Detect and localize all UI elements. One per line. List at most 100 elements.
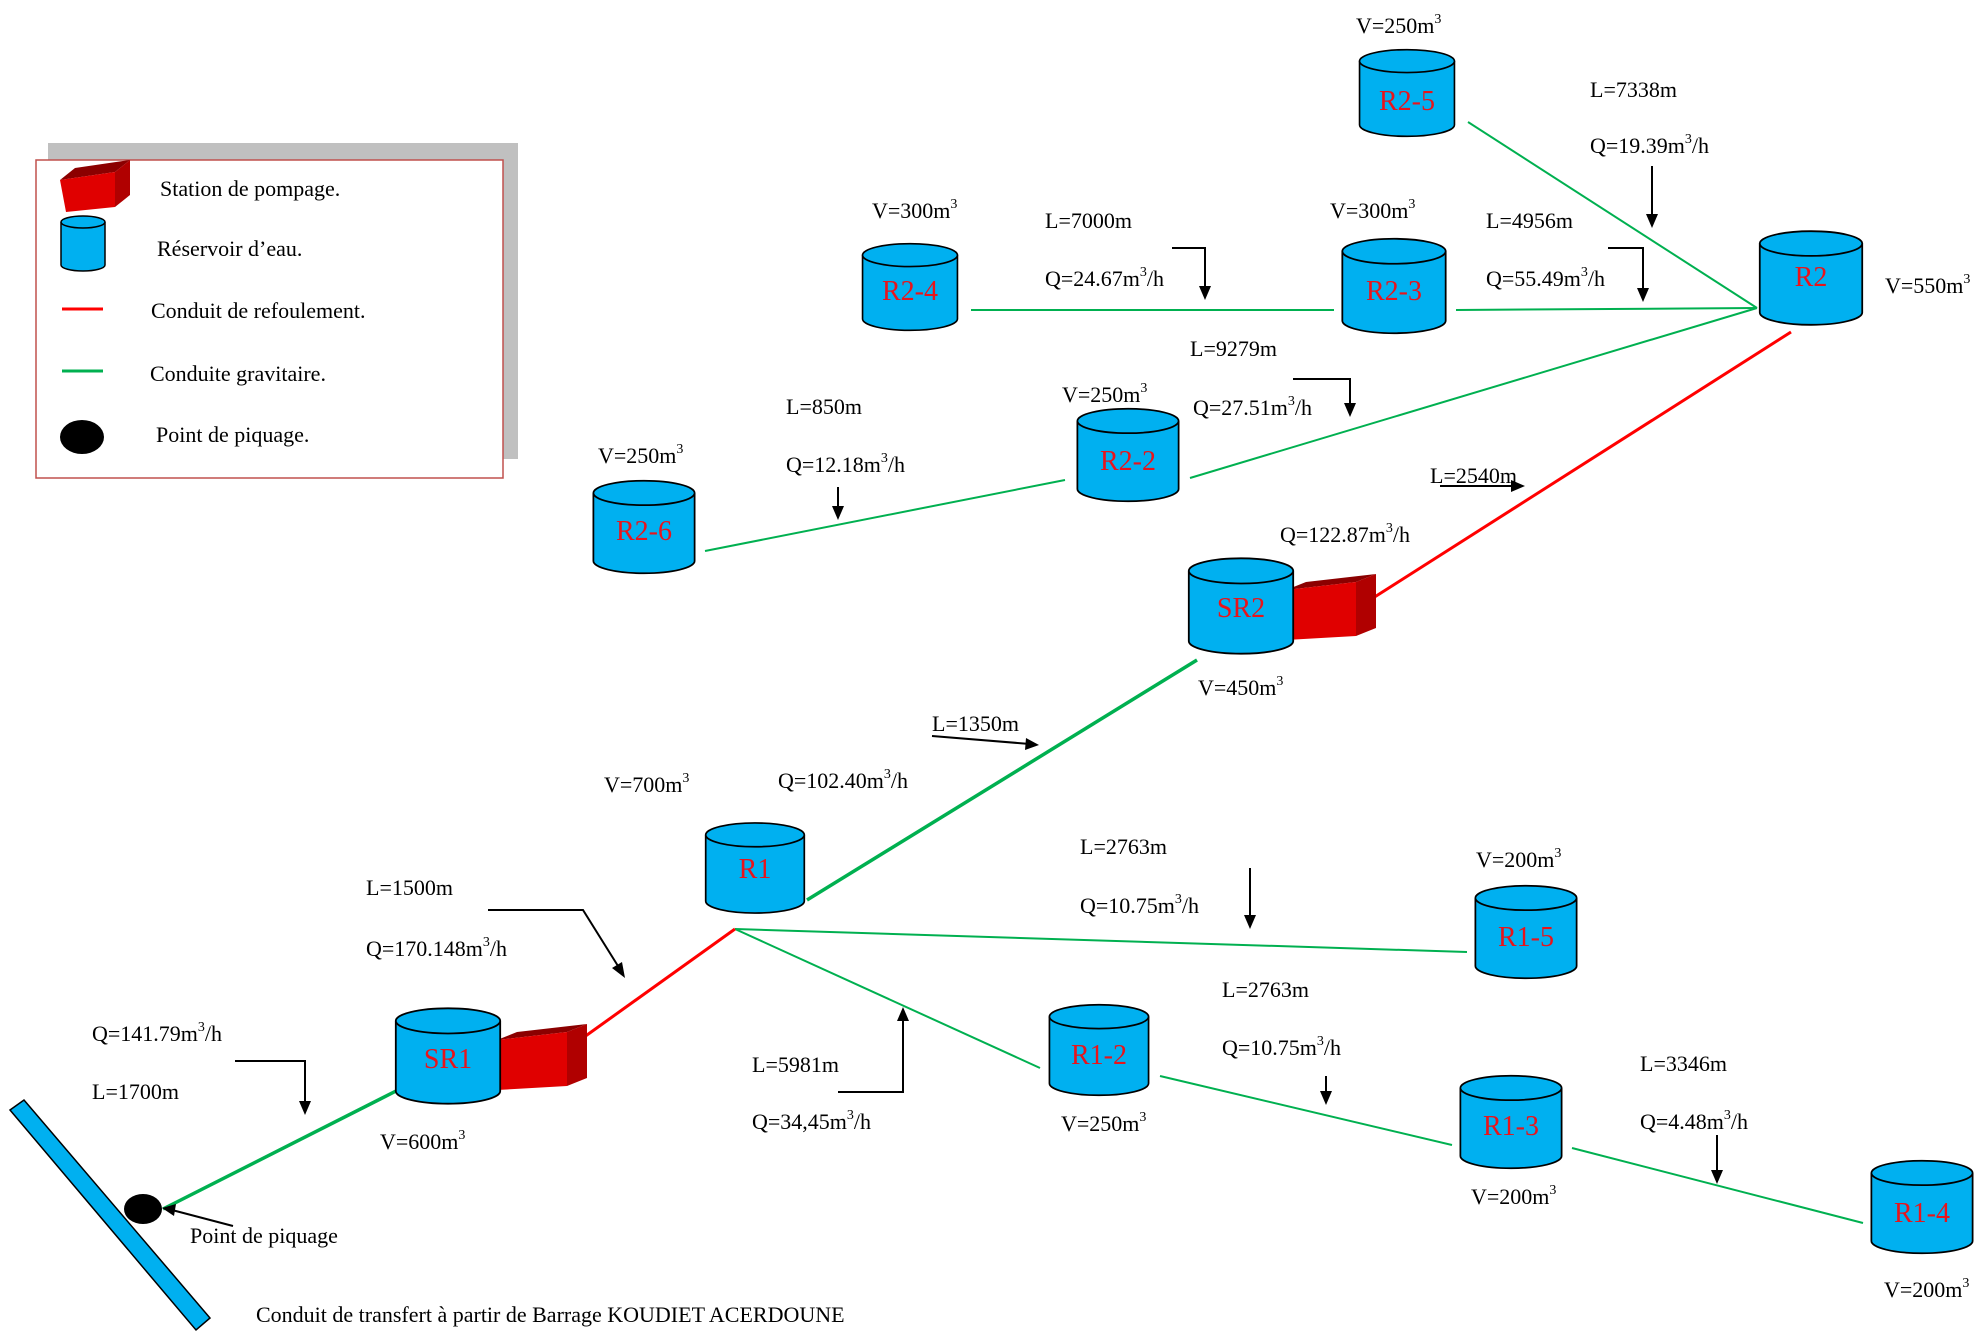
- flow-r2-4-r2-3: Q=24.67m3/h: [1045, 265, 1164, 291]
- flow-r1-2-r1-3: Q=10.75m3/h: [1222, 1034, 1341, 1060]
- gravity-pipe-r2-6-r2-2: [704, 479, 1066, 552]
- tank-label-sr2: SR2: [1217, 593, 1265, 624]
- volume-r2-2: V=250m3: [1062, 381, 1147, 407]
- flow-arrow-r1-sr2: [931, 735, 1039, 750]
- flow-r1-r1-5: Q=10.75m3/h: [1080, 892, 1199, 918]
- tank-r2-6: R2-6: [592, 479, 696, 575]
- flow-r2-3-r2: Q=55.49m3/h: [1486, 265, 1605, 291]
- tank-label-r2-4: R2-4: [882, 276, 938, 307]
- tank-label-r1-2: R1-2: [1071, 1040, 1127, 1071]
- flow-r2-6-r2-2: Q=12.18m3/h: [786, 451, 905, 477]
- gravity-pipe-r1-3-r1-4: [1571, 1147, 1864, 1224]
- volume-labels: V=250m3 V=300m3 V=300m3 V=550m3 V=250m3 …: [380, 12, 1970, 1302]
- flow-arrow-r2-3: [1608, 247, 1649, 302]
- flow-arrow-r2-2: [1293, 378, 1356, 417]
- tank-sr2: SR2: [1187, 557, 1295, 655]
- tank-r2-3: R2-3: [1341, 237, 1447, 335]
- volume-r1-4: V=200m3: [1884, 1276, 1969, 1302]
- volume-r2-4: V=300m3: [872, 197, 957, 223]
- transfer-caption: Conduit de transfert à partir de Barrage…: [256, 1302, 845, 1327]
- black-dot-icon: [60, 420, 104, 454]
- pump-station-sr2: [1286, 574, 1376, 640]
- tank-label-r2: R2: [1795, 262, 1828, 293]
- flow-r2-2-r2: Q=27.51m3/h: [1193, 394, 1312, 420]
- tank-label-r1-3: R1-3: [1483, 1111, 1539, 1142]
- legend-box: [35, 159, 504, 479]
- flow-tap-sr1: Q=141.79m3/h: [92, 1020, 222, 1046]
- tank-r1-2: R1-2: [1048, 1003, 1150, 1097]
- volume-sr2: V=450m3: [1198, 674, 1283, 700]
- flow-r2-5-r2: Q=19.39m3/h: [1590, 132, 1709, 158]
- volume-r1: V=700m3: [604, 771, 689, 797]
- flow-arrow-r1-5: [1244, 868, 1256, 929]
- gravity-pipe-r2-3-r2: [1455, 307, 1758, 311]
- water-tank-icon: [60, 215, 106, 272]
- flow-r1-r1-2: Q=34,45m3/h: [752, 1108, 871, 1134]
- tank-label-r1-4: R1-4: [1894, 1198, 1950, 1229]
- flow-arrow-sr2: [1440, 480, 1525, 492]
- flow-arrow-tap: [235, 1060, 311, 1115]
- length-r1-r1-2: L=5981m: [752, 1052, 839, 1077]
- gravity-pipe-r1-sr2: [806, 658, 1198, 902]
- volume-r2-3: V=300m3: [1330, 197, 1415, 223]
- flow-arrow-r1-4: [1711, 1135, 1723, 1184]
- gravity-pipe-tap-sr1: [162, 1088, 399, 1211]
- tank-r2: R2: [1758, 230, 1864, 326]
- length-r2-5-r2: L=7338m: [1590, 77, 1677, 102]
- length-r1-2-r1-3: L=2763m: [1222, 977, 1309, 1002]
- volume-r1-5: V=200m3: [1476, 846, 1561, 872]
- tank-label-r1: R1: [739, 854, 772, 885]
- flow-sr1-r1: Q=170.148m3/h: [366, 935, 507, 961]
- tap-point-label: Point de piquage: [190, 1223, 338, 1248]
- length-sr1-r1: L=1500m: [366, 875, 453, 900]
- legend-label-tap: Point de piquage.: [156, 422, 309, 447]
- tank-sr1: SR1: [394, 1007, 502, 1105]
- flow-arrows: [162, 166, 1723, 1227]
- flow-arrow-sr1-r1: [488, 909, 625, 978]
- length-r1-3-r1-4: L=3346m: [1640, 1051, 1727, 1076]
- tank-label-sr1: SR1: [424, 1044, 472, 1075]
- flow-arrow-r1-2: [838, 1007, 909, 1093]
- tank-label-r1-5: R1-5: [1498, 922, 1554, 953]
- length-r2-6-r2-2: L=850m: [786, 394, 862, 419]
- tanks: R2-5 R2-4 R2-3 R2 R2-2 R2-6 SR2 R1: [394, 48, 1974, 1255]
- tank-r1-5: R1-5: [1474, 884, 1578, 980]
- volume-r2-6: V=250m3: [598, 442, 683, 468]
- pipes: [162, 121, 1864, 1224]
- tank-label-r2-6: R2-6: [616, 516, 672, 547]
- gravity-pipe-r1-r1-5: [734, 928, 1468, 953]
- tank-r1-4: R1-4: [1870, 1159, 1974, 1255]
- length-r2-4-r2-3: L=7000m: [1045, 208, 1132, 233]
- discharge-pipe-sr2-r2: [1372, 330, 1792, 600]
- flow-r1-3-r1-4: Q=4.48m3/h: [1640, 1108, 1748, 1134]
- flow-arrow-r2-6: [832, 487, 844, 520]
- discharge-pipe-sr1-r1: [579, 927, 736, 1042]
- gravity-pipe-r1-2-r1-3: [1159, 1075, 1453, 1146]
- tank-label-r2-3: R2-3: [1366, 276, 1422, 307]
- gravity-pipe-r1-r1-2: [734, 928, 1041, 1069]
- length-r1-sr2: L=1350m: [932, 711, 1019, 736]
- volume-r1-2: V=250m3: [1061, 1110, 1146, 1136]
- tank-r1-3: R1-3: [1459, 1074, 1563, 1170]
- tank-r2-4: R2-4: [861, 242, 959, 332]
- tank-r2-2: R2-2: [1076, 407, 1180, 503]
- tap-point: [124, 1194, 162, 1224]
- tank-r2-5: R2-5: [1358, 48, 1456, 138]
- flow-r1-sr2: Q=102.40m3/h: [778, 767, 908, 793]
- volume-r1-3: V=200m3: [1471, 1183, 1556, 1209]
- transfer-pipe: [8, 1098, 212, 1332]
- tank-label-r2-5: R2-5: [1379, 86, 1435, 117]
- length-r2-2-r2: L=9279m: [1190, 336, 1277, 361]
- flow-arrow-r1-3: [1320, 1076, 1332, 1105]
- pump-station-icon: [60, 160, 130, 212]
- legend-label-discharge: Conduit de refoulement.: [151, 298, 365, 323]
- flow-sr2-r2: Q=122.87m3/h: [1280, 521, 1410, 547]
- volume-r2: V=550m3: [1885, 272, 1970, 298]
- legend-label-gravity: Conduite gravitaire.: [150, 361, 326, 386]
- segment-labels: L=7338m Q=19.39m3/h L=7000m Q=24.67m3/h …: [92, 77, 1748, 1134]
- flow-arrow-r2-4: [1172, 247, 1211, 300]
- length-r1-r1-5: L=2763m: [1080, 834, 1167, 859]
- legend: Station de pompage. Réservoir d’eau. Con…: [35, 143, 518, 479]
- flow-arrow-r2-5: [1646, 166, 1658, 228]
